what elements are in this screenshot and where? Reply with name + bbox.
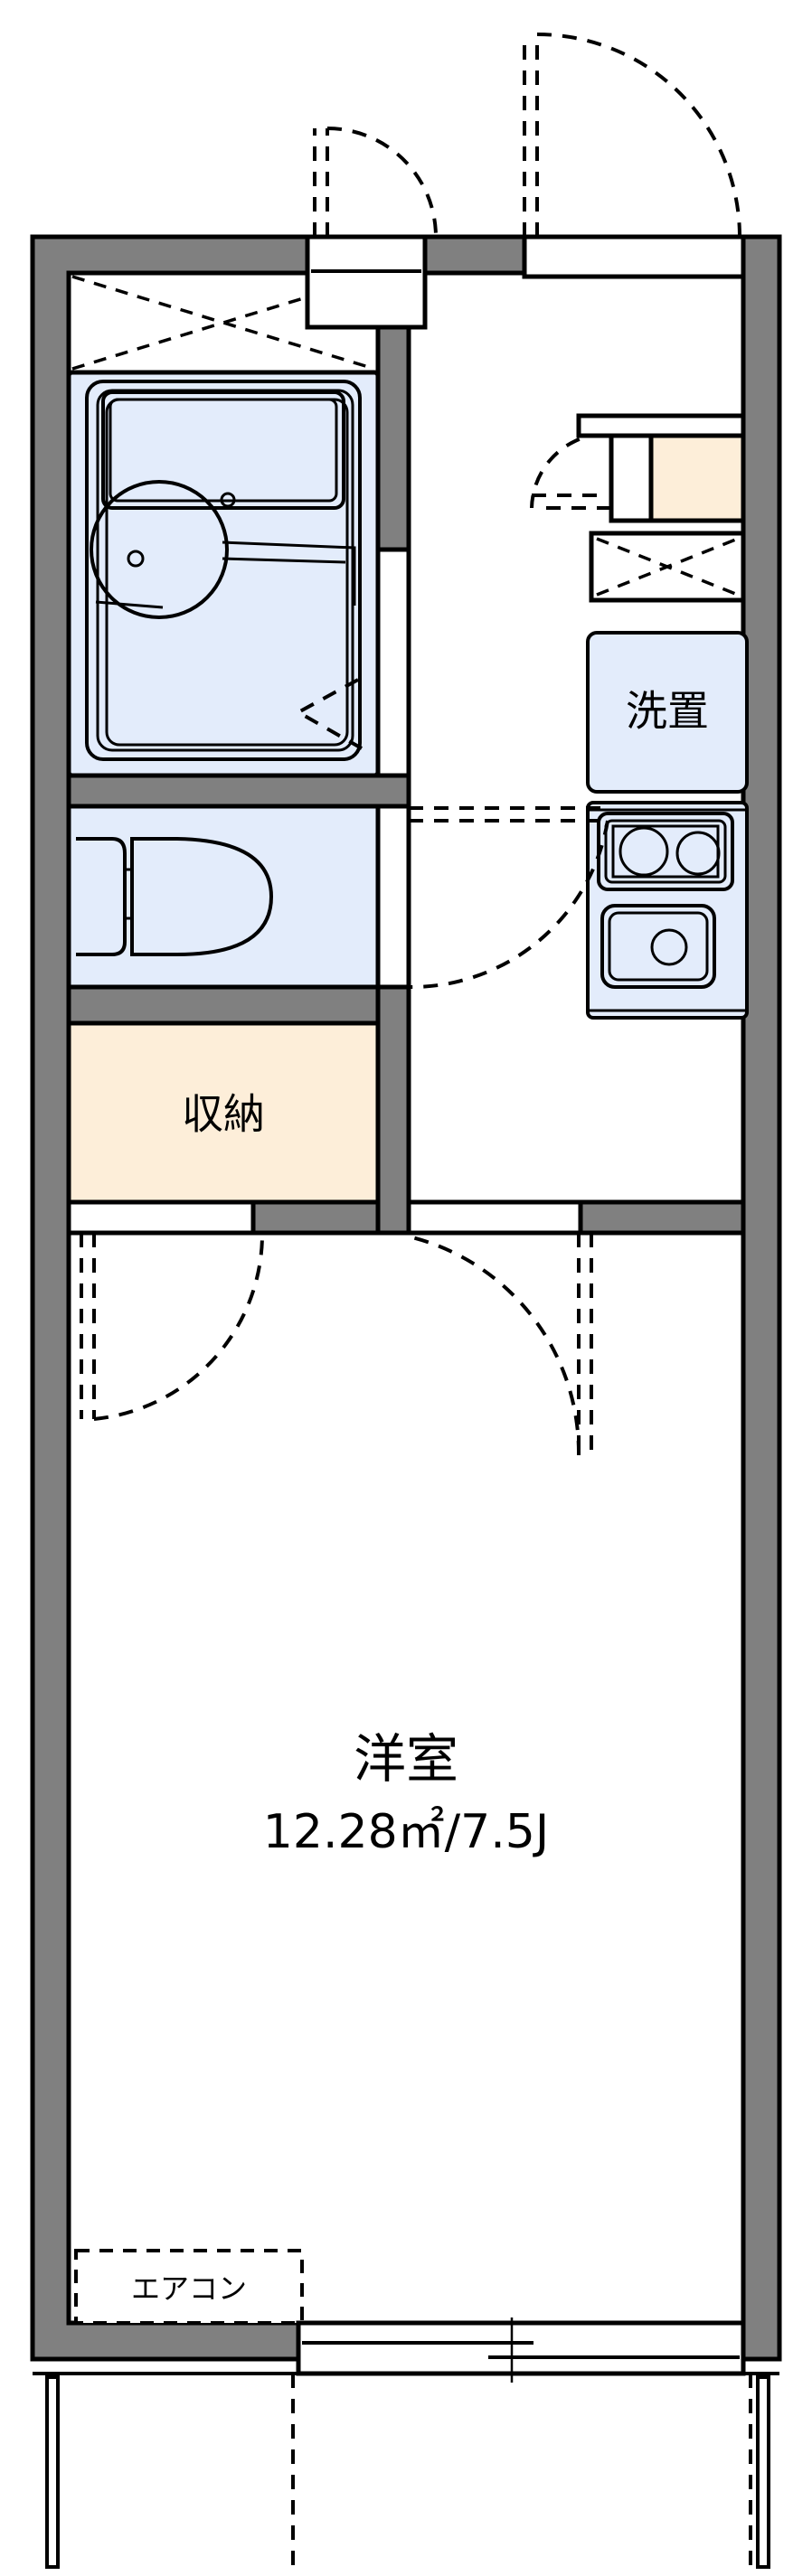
entrance-door-swing — [523, 33, 741, 238]
kitchen-unit — [586, 801, 749, 1020]
thresholds — [66, 413, 746, 1236]
window-frame — [296, 2320, 746, 2376]
balcony-window — [296, 2317, 746, 2383]
shoe-box-outer — [305, 234, 428, 330]
burner-small — [675, 831, 721, 876]
storage-label-group: 収納 — [182, 1090, 265, 1139]
room-storage — [66, 1020, 381, 1205]
burner-large — [618, 826, 669, 877]
storage-label: 収納 — [182, 1090, 265, 1139]
entrance-alcove — [305, 234, 428, 330]
bath-door-panel — [375, 547, 411, 778]
entrance-door-opening — [522, 234, 746, 279]
washer-box — [586, 631, 749, 794]
kitchen-sink-basin-inner — [608, 911, 709, 982]
bath-unit — [66, 370, 381, 778]
kitchen-sink-basin — [600, 904, 716, 989]
kitchen-sink-drain — [650, 928, 688, 966]
air-conditioner: エアコン — [74, 2249, 304, 2325]
gas-range-mid — [604, 819, 727, 884]
bath-floor-edge — [95, 600, 164, 609]
laundry-label: 洗置 — [626, 687, 709, 736]
room-toilet — [66, 804, 381, 990]
toilet-fixture — [76, 837, 274, 956]
bath-counter-edge2 — [222, 557, 346, 564]
bath-washbasin — [90, 480, 229, 619]
main-room-label-group: 洋室 12.28㎡/7.5J — [263, 1728, 549, 1859]
bathtub-outer — [85, 380, 362, 761]
toilet-tank — [76, 837, 127, 956]
meter-box-door-swing — [313, 127, 438, 238]
bathtub-drain — [220, 492, 236, 508]
entry-closet — [609, 431, 746, 523]
room-door-swing — [408, 1233, 593, 1456]
closet-door-swing — [80, 1233, 264, 1421]
bathtub-basin — [101, 390, 345, 510]
bath-washbasin-drain — [127, 550, 145, 568]
aircon-label: エアコン — [131, 2271, 247, 2306]
entry-closet-door-panel — [609, 431, 654, 523]
main-room-name: 洋室 — [354, 1728, 458, 1790]
balcony-post-left — [45, 2375, 60, 2569]
entry-closet-box — [647, 431, 746, 523]
upper-shelf — [589, 531, 746, 603]
toilet-bowl — [130, 837, 274, 956]
balcony-rails — [45, 2374, 770, 2569]
main-room-area: 12.28㎡/7.5J — [263, 1805, 549, 1859]
room-main — [66, 1230, 746, 2326]
toilet-door-swing — [375, 804, 609, 990]
washroom-door-swing — [530, 432, 613, 510]
washer-space: 洗置 — [586, 631, 749, 794]
bath-counter-edge — [222, 541, 356, 606]
bathtub-basin-inner — [109, 398, 338, 503]
balcony-post-right — [756, 2375, 770, 2569]
door-swings — [80, 33, 741, 1456]
aircon-box — [74, 2249, 304, 2325]
